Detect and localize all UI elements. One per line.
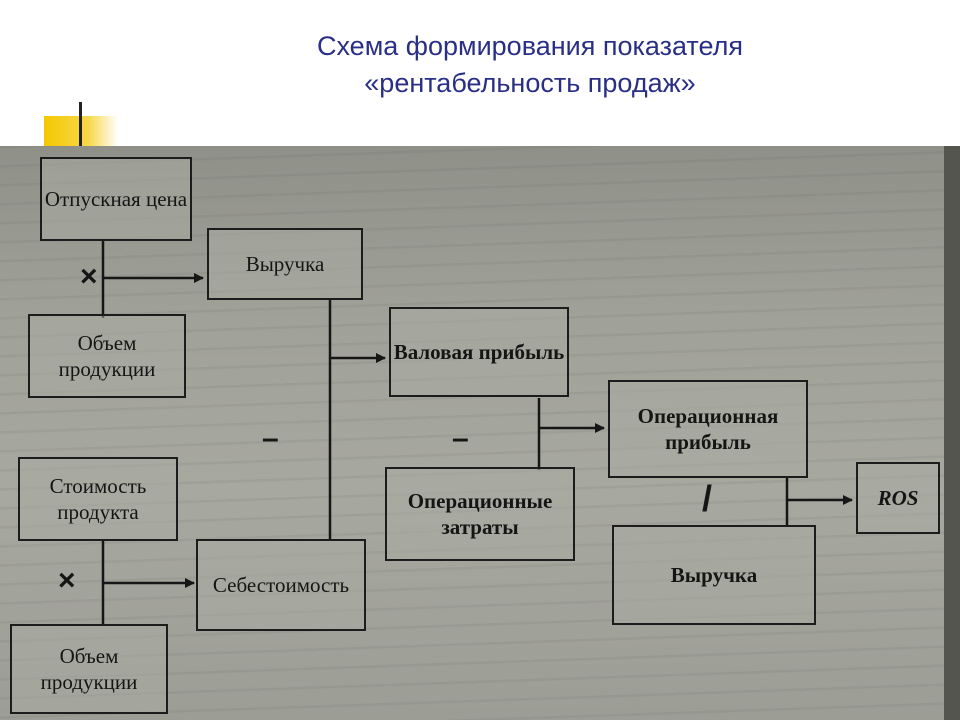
operator-divide: /: [702, 478, 713, 519]
box-gross-profit: Валовая прибыль: [389, 307, 569, 397]
box-operating-profit: Операционная прибыль: [608, 380, 808, 478]
box-volume-2: Объем продукции: [10, 624, 168, 714]
box-operating-costs: Операционные затраты: [385, 467, 575, 561]
operator-multiply-2: ×: [58, 564, 76, 597]
box-revenue-2: Выручка: [612, 525, 816, 625]
box-revenue-1: Выручка: [207, 228, 363, 300]
operator-minus-2: –: [452, 422, 469, 455]
box-volume-1: Объем продукции: [28, 314, 186, 398]
page-title: Схема формирования показателя «рентабель…: [150, 28, 910, 102]
title-line-2: «рентабельность продаж»: [364, 68, 696, 98]
box-cost-price: Себестоимость: [196, 539, 366, 631]
title-line-1: Схема формирования показателя: [316, 31, 743, 61]
accent-line: [79, 102, 82, 152]
box-sale-price: Отпускная цена: [40, 157, 192, 241]
box-product-cost: Стоимость продукта: [18, 457, 178, 541]
operator-multiply-1: ×: [80, 260, 98, 293]
box-ros: ROS: [856, 462, 940, 534]
operator-minus-1: –: [262, 422, 279, 455]
photo-edge-shadow: [944, 146, 960, 720]
